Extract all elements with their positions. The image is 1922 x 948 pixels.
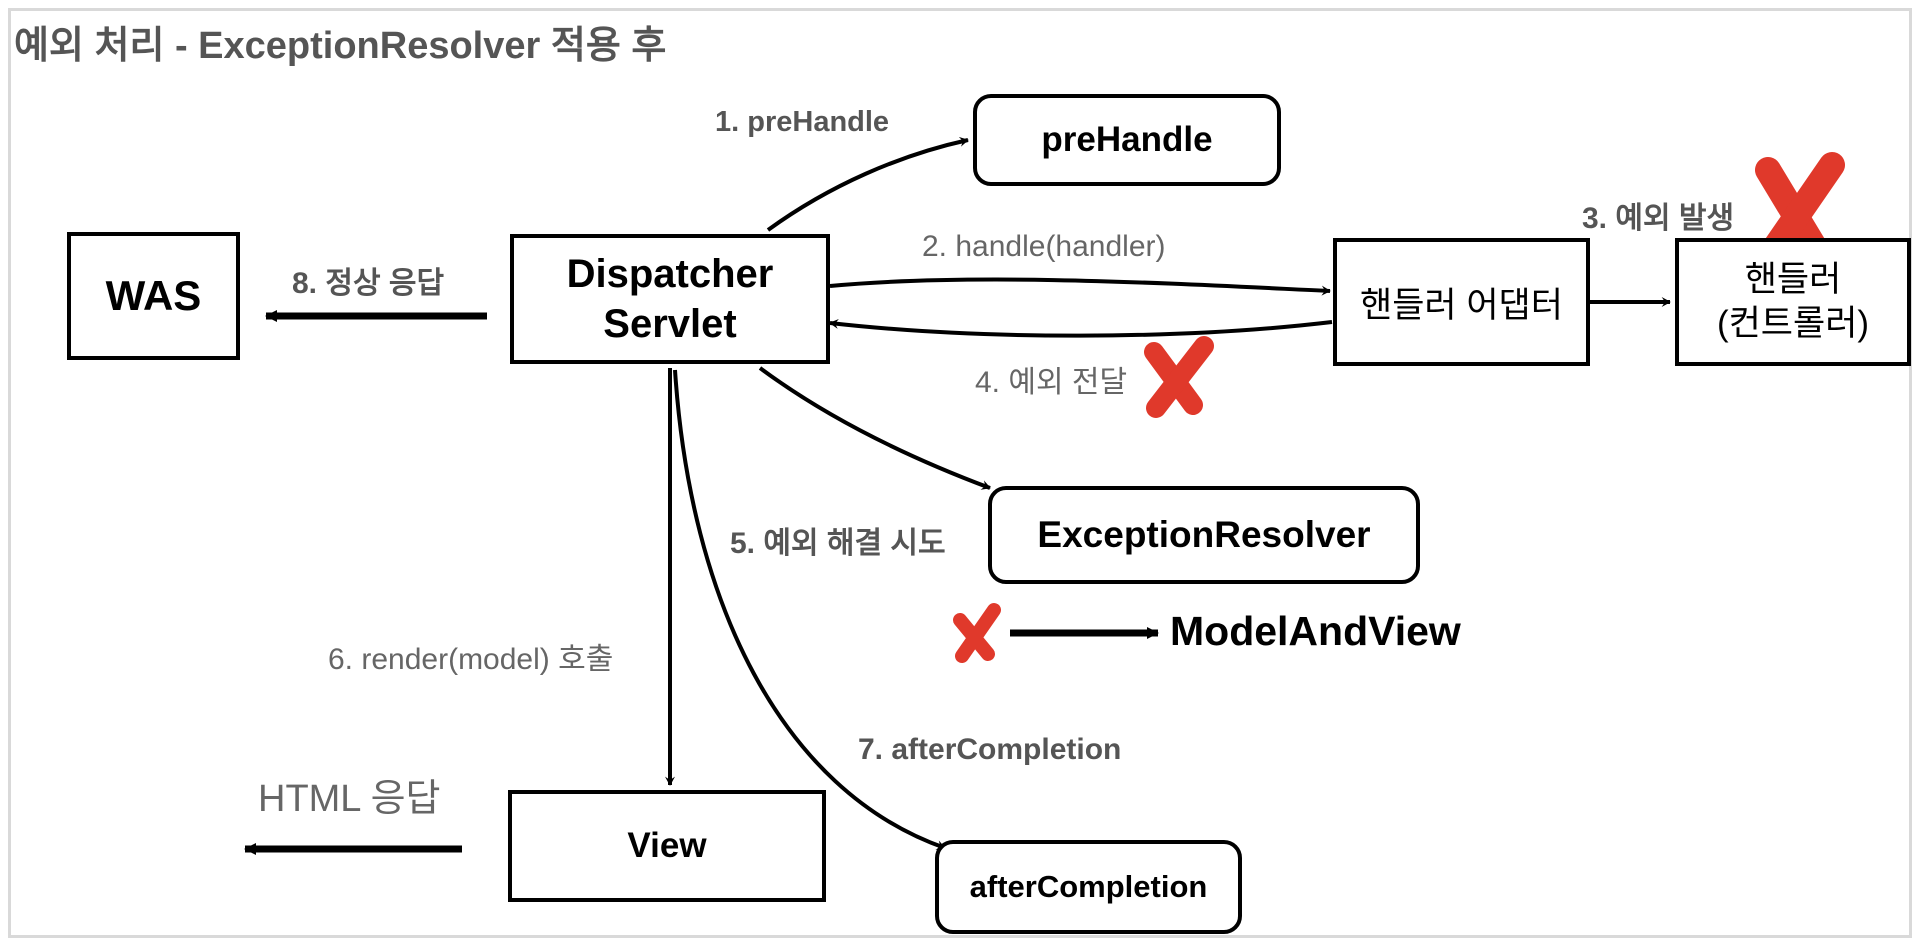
- dispatcher-servlet-box: Dispatcher Servlet: [510, 234, 830, 364]
- handler-adapter-box: 핸들러 어댑터: [1333, 238, 1590, 366]
- was-label: WAS: [105, 272, 202, 319]
- prehandle-box: preHandle: [973, 94, 1281, 186]
- step5-label: 5. 예외 해결 시도: [730, 527, 946, 560]
- step6-label: 6. render(model) 호출: [328, 643, 614, 676]
- exception-resolver-box: ExceptionResolver: [988, 486, 1420, 584]
- arrow-prehandle: [766, 136, 969, 232]
- cross-icon: [953, 603, 1001, 663]
- cross-icon: [1144, 336, 1214, 418]
- step2-label: 2. handle(handler): [922, 230, 1166, 263]
- arrow-exception-resolver: [758, 366, 991, 490]
- arrow-exception-back: [829, 318, 1333, 338]
- aftercompletion-box: afterCompletion: [935, 840, 1242, 934]
- prehandle-label: preHandle: [1041, 120, 1213, 159]
- html-response-label: HTML 응답: [258, 778, 441, 820]
- aftercompletion-label: afterCompletion: [969, 869, 1208, 904]
- step1-label: 1. preHandle: [715, 106, 890, 138]
- handler-adapter-label: 핸들러 어댑터: [1360, 285, 1563, 325]
- exception-resolver-label: ExceptionResolver: [1037, 514, 1371, 555]
- step3-label: 3. 예외 발생: [1582, 202, 1735, 235]
- view-box: View: [508, 790, 826, 902]
- step4-label: 4. 예외 전달: [975, 366, 1128, 399]
- diagram-frame: [8, 8, 1912, 938]
- controller-label: 핸들러 (컨트롤러): [1716, 260, 1870, 343]
- step7-label: 7. afterCompletion: [858, 733, 1122, 766]
- dispatcher-servlet-label: Dispatcher Servlet: [566, 252, 774, 346]
- diagram-title: 예외 처리 - ExceptionResolver 적용 후: [14, 25, 667, 67]
- arrow-aftercompletion: [673, 369, 946, 850]
- step8-label: 8. 정상 응답: [292, 267, 445, 300]
- controller-box: 핸들러 (컨트롤러): [1675, 238, 1911, 366]
- view-label: View: [627, 826, 707, 865]
- arrow-handle: [829, 277, 1331, 296]
- model-and-view-label: ModelAndView: [1170, 608, 1461, 654]
- was-box: WAS: [67, 232, 240, 360]
